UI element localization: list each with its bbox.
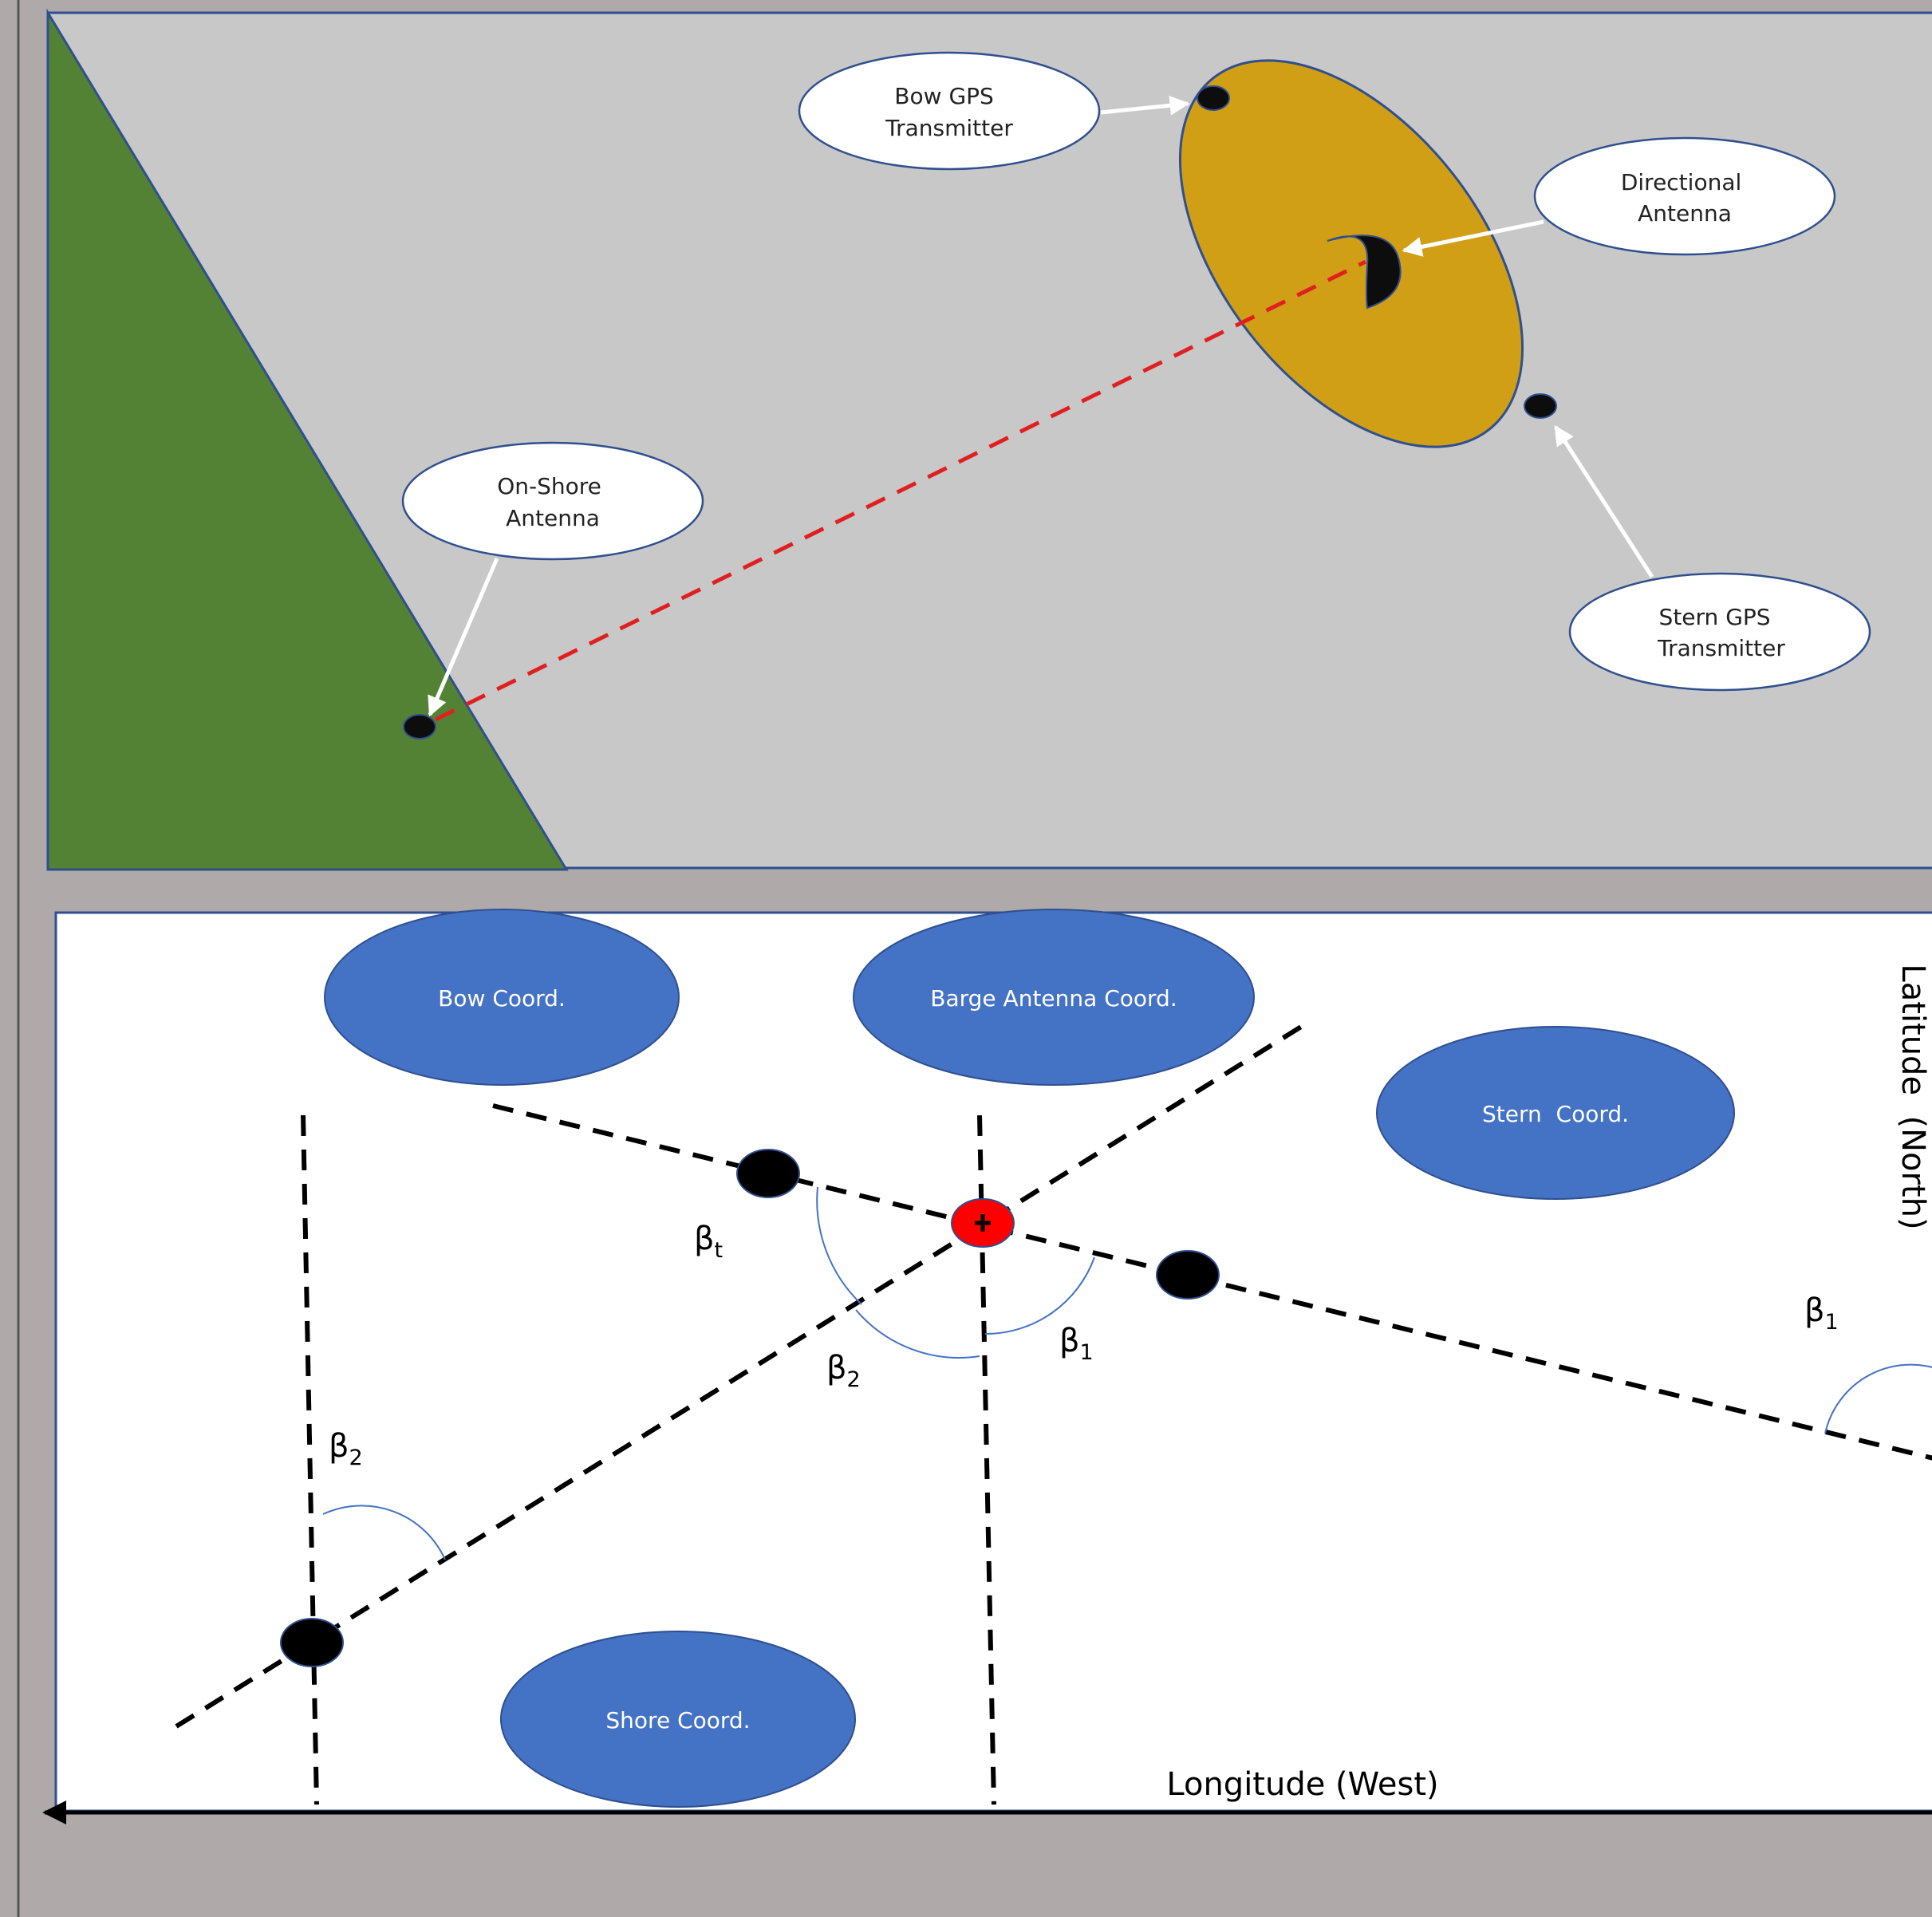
shore-coord-label: Shore Coord. [605,1707,750,1734]
latitude-axis-label: Latitude (North) [1895,964,1931,1229]
directional-antenna-callout-line1: Directional [1621,169,1741,195]
bow-gps-callout-line2: Transmitter [885,115,1013,141]
shore-to-antenna-line [175,1022,1307,1729]
beta-1-right-label: β1 [1804,1292,1839,1335]
beta-1-label: β1 [1059,1323,1094,1365]
stern-gps-icon [1524,393,1557,419]
barge-antenna-crosshair-icon [975,1214,991,1232]
beta-2-left-label: β2 [329,1428,363,1470]
bottom-panel: Bow Coord. Barge Antenna Coord. Stern Co… [42,909,1932,1824]
shore-coord-oval: Shore Coord. [500,1631,856,1808]
on-shore-antenna-icon [403,714,436,740]
left-vertical-line [301,1114,319,1805]
stern-gps-callout: Stern GPS Transmitter [1568,572,1871,692]
beta-2-left-arc [322,1505,446,1560]
signal-line [434,259,1367,722]
beta-t-arc [816,1186,862,1305]
beta-t-label: βt [694,1221,723,1263]
directional-antenna-arrow [1402,219,1544,257]
svg-text:Directional Antenna: Directional Antenna [1621,169,1749,227]
shore-land [46,8,569,871]
stern-gps-arrow [1553,424,1654,578]
barge-antenna-coord-oval: Barge Antenna Coord. [853,909,1255,1086]
bow-point [736,1149,800,1198]
bow-coord-oval: Bow Coord. [324,909,680,1086]
beta-1-arc [984,1256,1095,1335]
barge-hull [1178,59,1524,448]
longitude-axis-label: Longitude (West) [1166,1766,1438,1803]
bow-gps-callout: Bow GPS Transmitter [798,51,1101,171]
barge [1178,59,1557,448]
stern-coord-label: Stern Coord. [1482,1101,1629,1127]
angle-arcs [322,1186,1932,1560]
svg-text:On-Shore Antenna: On-Shore Antenna [497,473,609,531]
barge-antenna-coord-label: Barge Antenna Coord. [930,985,1177,1012]
svg-text:Stern GPS Transmitter: Stern GPS Transmitter [1657,604,1785,661]
stern-gps-callout-line2: Transmitter [1657,635,1785,661]
on-shore-antenna-callout: On-Shore Antenna [401,441,704,561]
beta-1-right-arc [1824,1363,1932,1434]
bow-gps-callout-line1: Bow GPS [894,83,994,109]
bow-to-stern-line [492,1103,1932,1461]
beta-2-label: β2 [826,1350,861,1392]
on-shore-antenna-arrow [428,558,499,717]
directional-antenna-icon [1327,235,1402,310]
stern-point [1156,1250,1220,1300]
directional-antenna-callout-line2: Antenna [1638,200,1732,227]
beta-2-arc [855,1309,980,1359]
stern-coord-oval: Stern Coord. [1376,1026,1735,1200]
bow-gps-icon [1197,85,1230,111]
bow-coord-label: Bow Coord. [438,985,566,1012]
top-panel: Bow GPS Transmitter Directional Antenna … [46,8,1932,871]
shore-point [280,1618,344,1667]
stern-gps-callout-line1: Stern GPS [1659,604,1771,630]
on-shore-antenna-callout-line2: Antenna [506,505,600,531]
on-shore-antenna-callout-line1: On-Shore [497,473,601,499]
bow-gps-arrow [1100,95,1190,116]
svg-text:Bow GPS Transmitter: Bow GPS Transmitter [885,83,1013,141]
directional-antenna-callout: Directional Antenna [1533,136,1836,256]
